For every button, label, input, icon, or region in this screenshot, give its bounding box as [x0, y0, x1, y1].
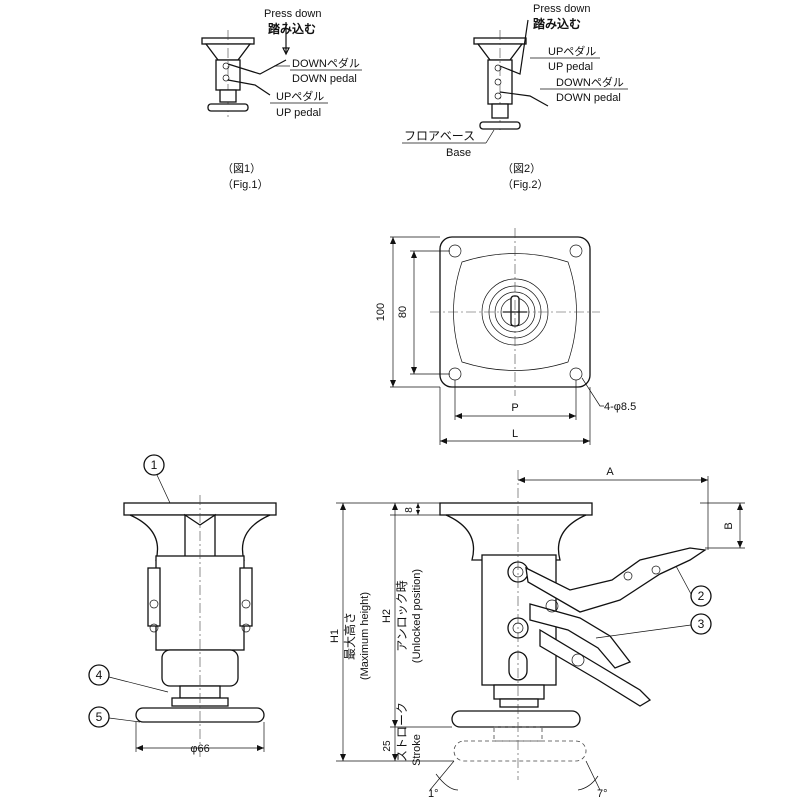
fig2-up-pedal-en: UP pedal: [548, 61, 593, 73]
fig2-base-jp: フロアベース: [404, 129, 475, 143]
dim-100: 100: [375, 303, 387, 321]
fig1-down-pedal-en: DOWN pedal: [292, 73, 357, 85]
fig1-drawing: [201, 22, 290, 118]
angle-7deg: 7°: [597, 788, 608, 800]
fig2-caption-jp: （図2）: [502, 162, 541, 175]
fig2-caption-en: （Fig.2）: [502, 178, 548, 191]
balloon-1: [143, 454, 171, 504]
unlocked-en: (Unlocked position): [411, 569, 423, 663]
fig1-up-pedal-en: UP pedal: [276, 107, 321, 119]
stroke-en: Stroke: [411, 734, 423, 766]
dim-a: A: [606, 466, 614, 478]
holes-spec: 4-φ8.5: [604, 401, 636, 413]
fig2-down-pedal-en: DOWN pedal: [556, 92, 621, 104]
side-view: [336, 470, 745, 791]
dim-l: L: [512, 428, 518, 440]
fig2-base-en: Base: [446, 147, 471, 159]
balloon-1-label: 1: [151, 458, 158, 472]
stroke-jp: ストローク: [395, 702, 409, 762]
fig1-caption-en: （Fig.1）: [222, 178, 268, 191]
fig2-drawing: [473, 19, 549, 132]
top-view-plate: [390, 228, 604, 445]
fig1-caption-jp: （図1）: [222, 162, 261, 175]
dim-h2: H2: [381, 609, 393, 623]
balloon-2-label: 2: [698, 589, 705, 603]
unlocked-jp: アンロック時: [395, 580, 409, 652]
balloon-5-label: 5: [96, 710, 103, 724]
dim-25: 25: [382, 740, 393, 752]
dim-b: B: [723, 522, 735, 529]
dim-h1: H1: [329, 629, 341, 643]
fig1-up-pedal-jp: UPペダル: [276, 89, 324, 103]
balloon-3-label: 3: [698, 617, 705, 631]
dim-p: P: [511, 402, 518, 414]
dim-80: 80: [397, 306, 409, 318]
fig2-up-pedal-jp: UPペダル: [548, 44, 596, 58]
max-height-en: (Maximum height): [359, 592, 371, 680]
max-height-jp: 最大高さ: [342, 612, 357, 660]
balloon-5: [88, 706, 141, 728]
fig2-press-down-en: Press down: [533, 3, 590, 15]
angle-1deg: 1°: [428, 788, 439, 800]
dim-phi66: φ66: [190, 743, 209, 755]
fig2-down-pedal-jp: DOWNペダル: [556, 75, 624, 89]
fig1-down-pedal-jp: DOWNペダル: [292, 56, 360, 70]
balloon-4-label: 4: [96, 668, 103, 682]
balloon-4: [88, 664, 169, 693]
front-view: [123, 495, 277, 760]
fig1-press-down-jp: 踏み込む: [268, 21, 316, 36]
fig2-press-down-jp: 踏み込む: [533, 16, 581, 31]
balloon-3: [595, 613, 712, 639]
balloon-2: [675, 565, 712, 607]
fig1-press-down-en: Press down: [264, 8, 321, 20]
dim-8: 8: [404, 507, 415, 513]
